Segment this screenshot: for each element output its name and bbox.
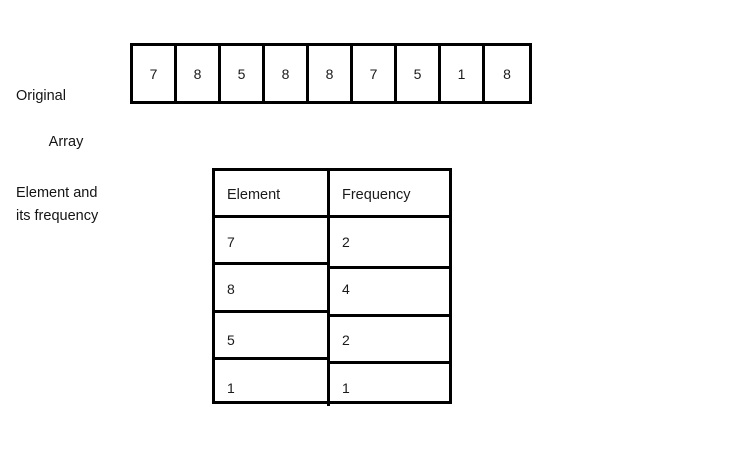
row-divider [330,314,449,317]
cell-element: 7 [215,218,330,265]
cell-element: 8 [215,265,330,312]
row-divider [330,215,449,218]
cell-frequency: 2 [342,331,350,348]
array-cell: 5 [397,46,441,101]
column-header-element: Element [215,171,330,218]
cell-element: 5 [215,312,330,359]
row-divider [330,361,449,364]
original-array-label-line2: Array [48,134,84,150]
row-divider [215,262,330,265]
row-divider [330,266,449,269]
cell-frequency: 4 [342,280,350,297]
array-cell: 7 [133,46,177,101]
array-cell: 8 [177,46,221,101]
array-cell: 8 [485,46,529,101]
array-cell: 5 [221,46,265,101]
cell-frequency: 2 [342,233,350,250]
array-cell: 1 [441,46,485,101]
array-cell: 8 [265,46,309,101]
original-array-label-line1: Original [16,88,66,104]
row-divider [215,357,330,360]
cell-element: 1 [215,359,330,406]
cell-frequency: 1 [342,379,350,396]
row-divider [215,310,330,313]
array-cell: 7 [353,46,397,101]
element-frequency-label: Element and its frequency [16,185,99,224]
table-header-row: Element Frequency [215,171,449,218]
original-array-label: Original Array [16,62,116,177]
row-divider [215,215,330,218]
array-cell: 8 [309,46,353,101]
column-header-frequency: Frequency [342,186,411,203]
